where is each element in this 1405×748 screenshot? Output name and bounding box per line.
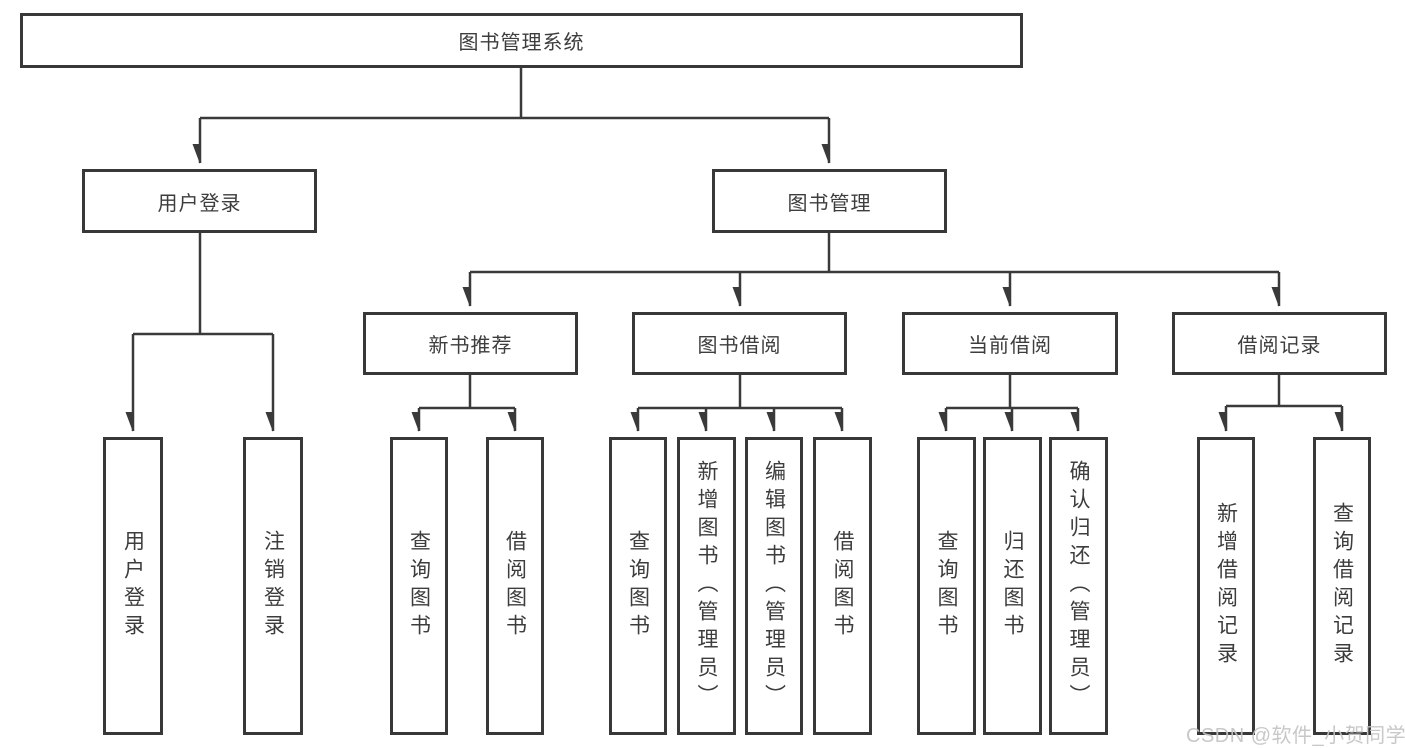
- node-leaf-query-books-1-label: 查询图书: [407, 530, 431, 642]
- node-leaf-query-books-3: 查询图书: [917, 437, 976, 735]
- node-leaf-add-book-admin-label: 新增图书（管理员）: [695, 460, 718, 712]
- node-root: 图书管理系统: [20, 13, 1023, 68]
- csdn-watermark: CSDN @软件_小贺同学: [1186, 725, 1405, 747]
- node-borrowing-records-label: 借阅记录: [1237, 335, 1322, 357]
- node-leaf-logout-label: 注销登录: [261, 530, 285, 642]
- node-leaf-add-book-admin: 新增图书（管理员）: [677, 437, 736, 735]
- node-user-login-label: 用户登录: [157, 192, 242, 215]
- node-borrowing-records: 借阅记录: [1172, 312, 1387, 375]
- node-root-label: 图书管理系统: [458, 32, 585, 54]
- node-leaf-edit-book-admin-label: 编辑图书（管理员）: [762, 460, 786, 712]
- node-leaf-borrow-books-2-label: 借阅图书: [831, 530, 854, 642]
- node-leaf-confirm-return-admin: 确认归还（管理员）: [1049, 437, 1108, 735]
- node-leaf-borrow-books-1: 借阅图书: [486, 437, 544, 735]
- node-new-book-recommendation: 新书推荐: [363, 312, 578, 375]
- node-current-borrowing-label: 当前借阅: [968, 335, 1052, 357]
- node-leaf-return-books-label: 归还图书: [1001, 530, 1024, 642]
- node-leaf-confirm-return-admin-label: 确认归还（管理员）: [1067, 460, 1090, 712]
- node-leaf-query-borrow-record-label: 查询借阅记录: [1330, 502, 1354, 670]
- node-user-login: 用户登录: [82, 169, 317, 233]
- node-leaf-borrow-books-1-label: 借阅图书: [503, 530, 527, 642]
- node-book-borrowing-label: 图书借阅: [697, 335, 782, 357]
- node-leaf-query-books-2-label: 查询图书: [626, 530, 650, 642]
- node-leaf-user-login-label: 用户登录: [121, 530, 145, 642]
- node-leaf-user-login: 用户登录: [103, 437, 163, 735]
- node-book-management: 图书管理: [712, 169, 947, 233]
- node-leaf-query-books-2: 查询图书: [609, 437, 667, 735]
- node-new-book-recommendation-label: 新书推荐: [428, 335, 513, 357]
- node-leaf-add-borrow-record: 新增借阅记录: [1197, 437, 1255, 735]
- node-leaf-logout: 注销登录: [243, 437, 303, 735]
- node-book-borrowing: 图书借阅: [632, 312, 847, 375]
- node-leaf-query-books-3-label: 查询图书: [935, 530, 958, 642]
- node-leaf-return-books: 归还图书: [983, 437, 1042, 735]
- node-leaf-edit-book-admin: 编辑图书（管理员）: [745, 437, 803, 735]
- node-leaf-query-books-1: 查询图书: [390, 437, 448, 735]
- node-leaf-query-borrow-record: 查询借阅记录: [1313, 437, 1371, 735]
- node-book-management-label: 图书管理: [787, 192, 872, 215]
- node-leaf-borrow-books-2: 借阅图书: [813, 437, 872, 735]
- node-leaf-add-borrow-record-label: 新增借阅记录: [1214, 502, 1238, 670]
- node-current-borrowing: 当前借阅: [902, 312, 1118, 375]
